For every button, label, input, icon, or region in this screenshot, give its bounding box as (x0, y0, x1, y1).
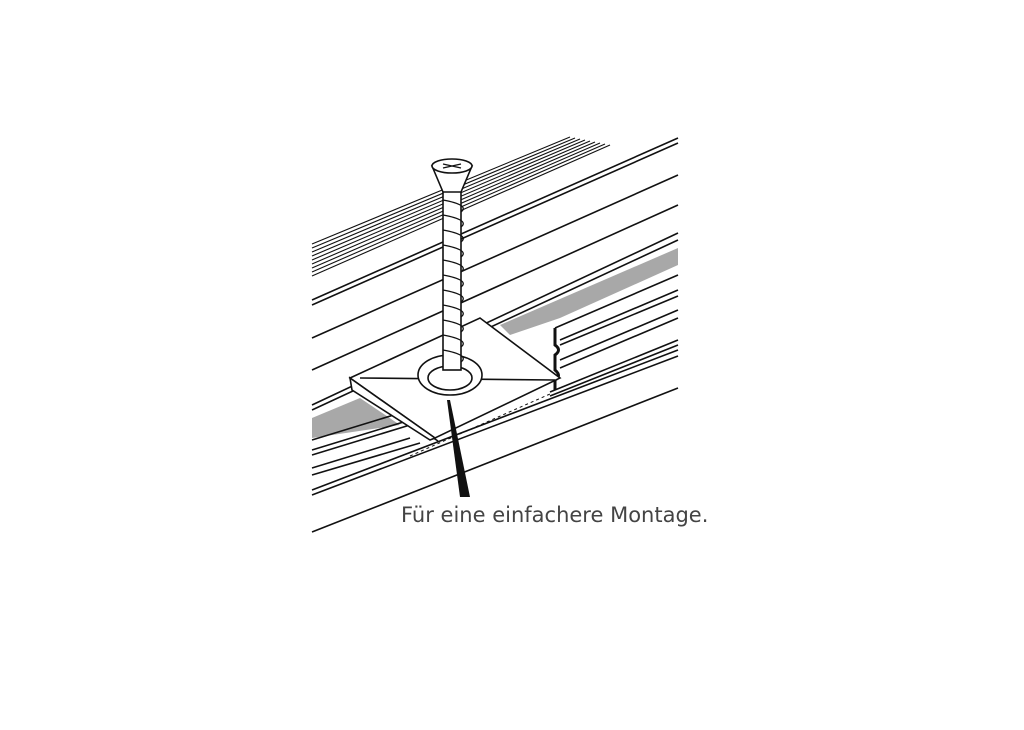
decking-clip-illustration (310, 133, 682, 535)
illustration-svg (311, 136, 679, 533)
caption-text: Für eine einfachere Montage. (401, 503, 709, 527)
screw (430, 158, 474, 371)
pointer-line (447, 400, 470, 497)
